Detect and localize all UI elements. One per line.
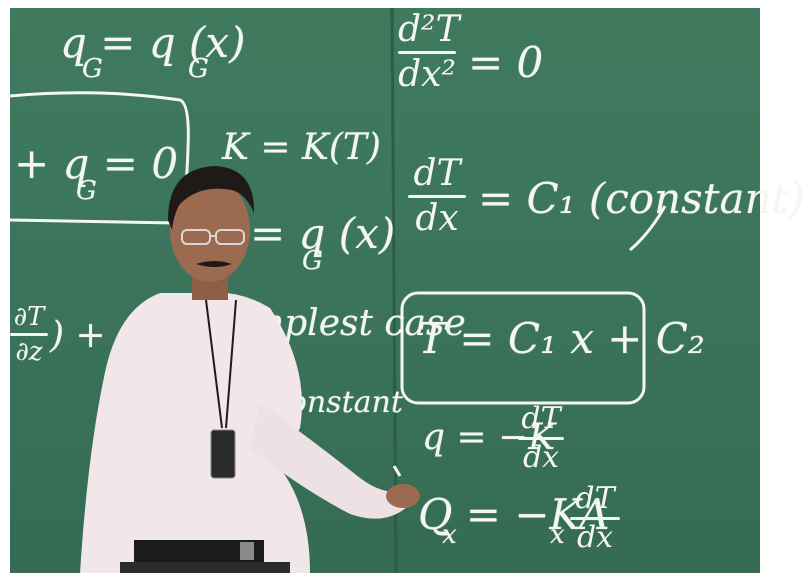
fraction-bar	[408, 195, 466, 198]
fraction-bar	[10, 333, 48, 336]
boxed-equation: + q = 0	[14, 139, 179, 188]
heat-generation-subscript-1: G	[82, 54, 103, 84]
heat-rate-area-subscript: x	[550, 520, 565, 550]
first-derivative-rhs: = C₁ (constant)	[478, 174, 805, 223]
boxed-equation-subscript: G	[76, 176, 97, 206]
head	[170, 178, 250, 282]
heat-flux-fraction: dT dx	[518, 404, 564, 473]
partial-fraction-denominator: ∂z	[15, 337, 43, 367]
heat-flux-denominator: dx	[522, 440, 560, 475]
heat-rate-lhs: Q = −KA	[418, 490, 610, 539]
hair	[168, 166, 255, 230]
heat-rate-numerator: dT	[575, 481, 615, 516]
first-derivative-numerator: dT	[413, 153, 461, 194]
board-divider-line	[390, 7, 398, 574]
fraction-bar	[398, 51, 456, 54]
partial-fraction-fragment: ∂T ∂z	[10, 304, 48, 365]
heat-flux-numerator: dT	[521, 401, 561, 436]
second-derivative-denominator: dx²	[398, 54, 456, 95]
heat-rate-subscript: x	[442, 520, 457, 550]
shirt-torso	[80, 292, 310, 573]
pointing-hand	[386, 484, 420, 508]
fraction-bar	[570, 517, 620, 520]
chalk-strokes	[9, 7, 667, 574]
first-derivative-denominator: dx	[415, 198, 459, 239]
first-derivative-fraction: dT dx	[408, 156, 466, 237]
general-solution-equation: T = C₁ x + C₂	[418, 314, 705, 363]
second-derivative-rhs: = 0	[468, 38, 544, 87]
mustache	[196, 261, 232, 267]
second-derivative-fraction: d²T dx²	[398, 9, 460, 95]
lanyard	[205, 299, 237, 429]
partial-equation-rhs-subscript: G	[302, 246, 323, 276]
heat-rate-fraction: dT dx	[570, 484, 620, 553]
heat-generation-equation: q = q (x)	[60, 18, 246, 67]
paren-tail-stroke	[629, 205, 667, 252]
heat-generation-subscript-2: G	[188, 54, 209, 84]
video-frame: q = q (x) G G + q = 0 G K = K(T) = q (x)…	[9, 7, 805, 574]
arrow-tick	[392, 465, 402, 477]
partial-fraction-numerator: ∂T	[13, 302, 45, 332]
simplest-case-note: mplest case	[250, 303, 466, 344]
second-derivative-numerator: d²T	[398, 9, 460, 50]
heat-rate-denominator: dx	[576, 520, 614, 555]
belt	[134, 540, 264, 562]
left-box-bottom	[9, 218, 176, 225]
trousers	[120, 562, 290, 573]
conductivity-relation: K = K(T)	[222, 127, 381, 168]
belt-buckle	[240, 542, 254, 560]
solution-box-outline	[400, 291, 646, 405]
shirt-sleeve-arm	[250, 403, 414, 519]
fraction-bar	[518, 437, 564, 440]
chalkboard: q = q (x) G G + q = 0 G K = K(T) = q (x)…	[9, 7, 805, 574]
id-card	[210, 429, 236, 479]
partial-equation-rhs: = q (x)	[250, 209, 396, 258]
lecturer-figure	[80, 166, 420, 573]
